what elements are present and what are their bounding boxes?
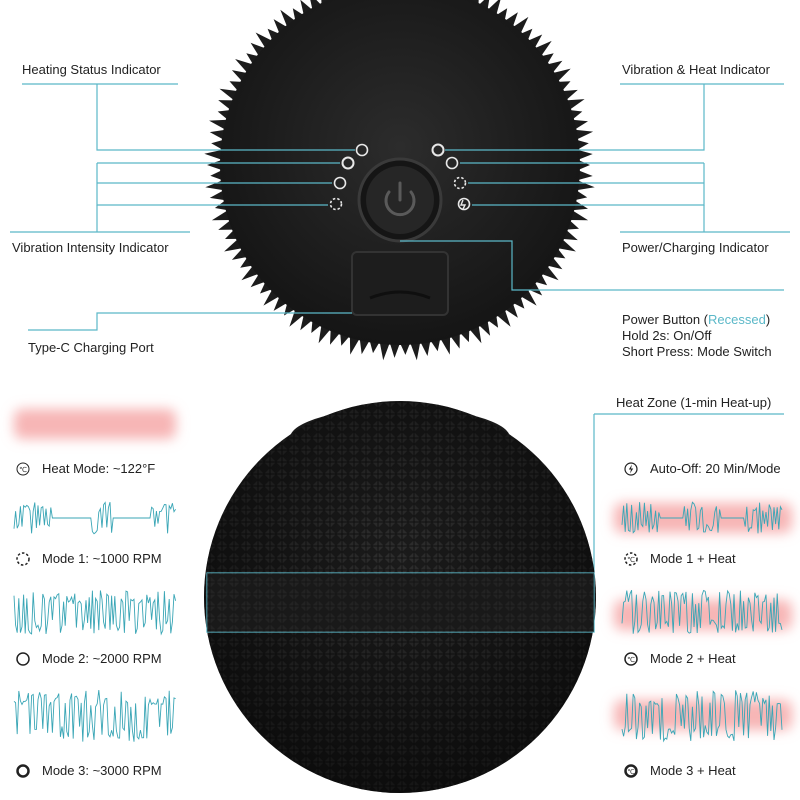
dashed-celsius-icon: ℃ [624,551,638,566]
bold-circle-icon [16,763,30,778]
power-icon [384,181,416,217]
left-mode-1: Mode 1: ~1000 RPM [16,551,162,566]
right-mode-1: ℃ Mode 1 + Heat [624,551,736,566]
left-mode-label: Mode 1: ~1000 RPM [42,551,162,566]
svg-text:℃: ℃ [627,556,635,564]
left-mode-label: Mode 2: ~2000 RPM [42,651,162,666]
vibration-heat-label: Vibration & Heat Indicator [622,62,770,77]
hold-label: Hold 2s: On/Off [622,328,712,343]
thin-circle-icon [333,176,347,190]
svg-text:℃: ℃ [19,466,27,474]
right-mode-3: ℃ Mode 3 + Heat [624,763,736,778]
power-charging-label: Power/Charging Indicator [622,240,769,255]
celsius-icon [355,143,369,157]
vibration-intensity-label: Vibration Intensity Indicator [12,240,169,255]
dashed-circle-icon [16,551,30,566]
waveform [13,501,176,535]
thin-circle-icon [16,651,30,666]
left-mode-label: Mode 3: ~3000 RPM [42,763,162,778]
bold-celsius-icon: ℃ [624,763,638,778]
lightning-icon [457,197,471,211]
recessed-label: Recessed [708,312,766,327]
waveform [621,690,783,743]
thin-circle-icon [341,156,355,170]
right-mode-2: ℃ Mode 2 + Heat [624,651,736,666]
bottom-device [204,401,596,793]
type-c-label: Type-C Charging Port [28,340,154,355]
waveform [621,589,783,634]
right-mode-label: Auto-Off: 20 Min/Mode [650,461,781,476]
right-mode-label: Mode 1 + Heat [650,551,736,566]
celsius-circle-icon: ℃ [624,651,638,666]
left-mode-0: ℃ Heat Mode: ~122°F [16,461,155,476]
power-button-label: Power Button ( [622,312,708,327]
dashed-celsius-icon [453,176,467,190]
type-c-port-cover [351,251,449,316]
right-mode-0: Auto-Off: 20 Min/Mode [624,461,781,476]
power-button-note: Power Button (Recessed) Hold 2s: On/Off … [622,312,772,360]
waveform [13,689,176,742]
power-button-suffix: ) [765,312,771,327]
waveform [621,501,783,534]
top-device [204,0,595,361]
dashed-circle-icon [329,197,343,211]
vibration-waveforms [13,501,783,743]
left-mode-label: Heat Mode: ~122°F [42,461,156,476]
heating-status-label: Heating Status Indicator [22,62,161,77]
lightning-icon [624,461,638,476]
heat-glow [14,409,176,439]
right-mode-label: Mode 3 + Heat [650,763,736,778]
svg-text:℃: ℃ [627,656,635,664]
waveform [13,590,177,636]
celsius-circle-icon [431,143,445,157]
heat-zone-label: Heat Zone (1-min Heat-up) [616,395,772,410]
right-mode-label: Mode 2 + Heat [650,651,736,666]
svg-text:℃: ℃ [627,768,634,776]
left-mode-2: Mode 2: ~2000 RPM [16,651,162,666]
short-press-label: Short Press: Mode Switch [622,344,772,359]
left-mode-3: Mode 3: ~3000 RPM [16,763,162,778]
celsius-circle-icon [445,156,459,170]
celsius-icon: ℃ [16,462,30,475]
